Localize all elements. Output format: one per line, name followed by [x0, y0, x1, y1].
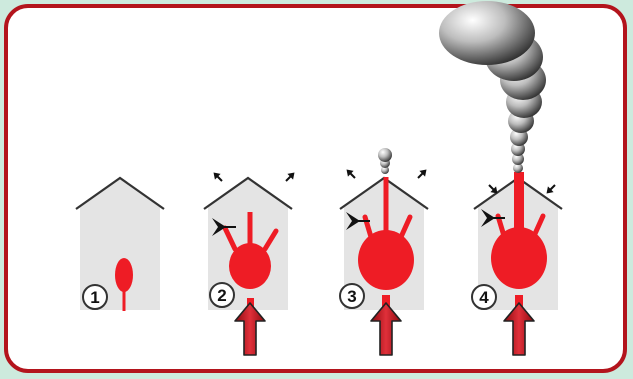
deformation-arrow-icon — [544, 182, 558, 196]
deformation-arrow-icon — [211, 170, 225, 184]
deformation-arrow-icon — [415, 167, 429, 181]
stage-number-3: 3 — [340, 284, 364, 308]
deformation-arrow-icon — [283, 170, 297, 184]
up-arrow-icon — [371, 303, 401, 355]
stage-number-3-label: 3 — [347, 287, 356, 306]
stage-number-4: 4 — [472, 285, 496, 309]
up-arrow-icon — [504, 303, 534, 355]
stage-2-panel: 2 — [204, 170, 297, 355]
stage-number-2-label: 2 — [217, 286, 226, 305]
deformation-arrow-icon — [344, 167, 358, 181]
stage-number-1: 1 — [83, 285, 107, 309]
ash-plume-icon — [439, 1, 546, 173]
stage-number-2: 2 — [210, 283, 234, 307]
stage-4-panel: 4 — [439, 1, 562, 355]
stage-number-1-label: 1 — [90, 288, 99, 307]
stage-1-panel: 1 — [76, 178, 164, 311]
stage-3-panel: 3 — [340, 148, 429, 355]
small-plume-3 — [378, 148, 392, 174]
stage-number-4-label: 4 — [479, 288, 489, 307]
up-arrow-icon — [235, 303, 265, 355]
